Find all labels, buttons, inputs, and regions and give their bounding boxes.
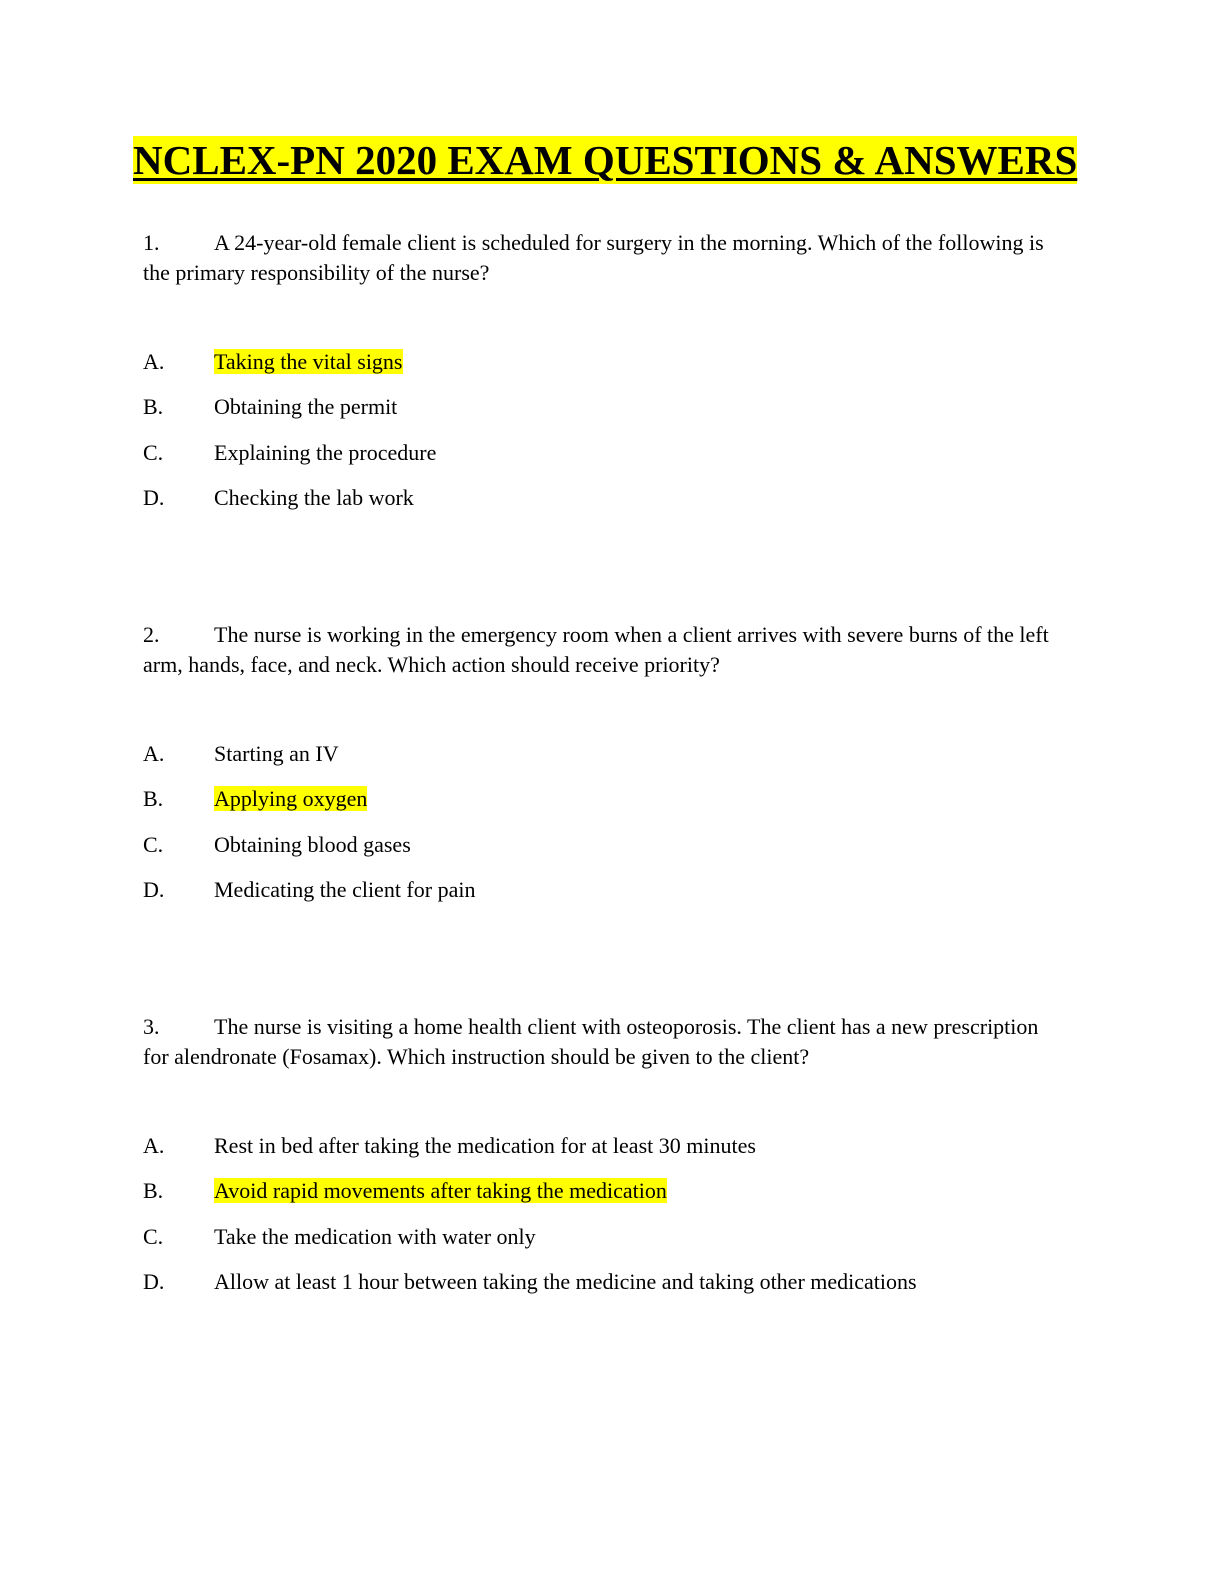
document-title: NCLEX-PN 2020 EXAM QUESTIONS & ANSWERS — [133, 136, 1078, 184]
option-text: Allow at least 1 hour between taking the… — [214, 1269, 917, 1294]
option-letter: A. — [143, 349, 165, 374]
answer-option: B. Applying oxygen — [143, 785, 368, 813]
option-text: Checking the lab work — [214, 485, 414, 510]
answer-option: B. Obtaining the permit — [143, 393, 397, 421]
question-1: 1.A 24-year-old female client is schedul… — [143, 228, 1063, 288]
question-number: 1. — [143, 230, 160, 255]
question-2: 2.The nurse is working in the emergency … — [143, 620, 1063, 680]
option-letter: B. — [143, 786, 164, 811]
answer-option: A. Starting an IV — [143, 740, 339, 768]
option-letter: A. — [143, 741, 165, 766]
correct-answer-text: Taking the vital signs — [214, 349, 403, 374]
option-letter: C. — [143, 440, 164, 465]
option-letter: D. — [143, 877, 165, 902]
answer-option: C. Obtaining blood gases — [143, 831, 411, 859]
option-text: Medicating the client for pain — [214, 877, 476, 902]
option-text: Explaining the procedure — [214, 440, 437, 465]
option-text: Take the medication with water only — [214, 1224, 536, 1249]
option-letter: D. — [143, 485, 165, 510]
correct-answer-text: Avoid rapid movements after taking the m… — [214, 1178, 667, 1203]
option-letter: C. — [143, 1224, 164, 1249]
answer-option: B. Avoid rapid movements after taking the… — [143, 1177, 667, 1205]
answer-option: A. Rest in bed after taking the medicatio… — [143, 1132, 756, 1160]
option-letter: B. — [143, 1178, 164, 1203]
option-letter: D. — [143, 1269, 165, 1294]
question-text: The nurse is working in the emergency ro… — [143, 622, 1049, 677]
correct-answer-text: Applying oxygen — [214, 786, 368, 811]
question-number: 3. — [143, 1014, 160, 1039]
question-number: 2. — [143, 622, 160, 647]
question-text: A 24-year-old female client is scheduled… — [143, 230, 1044, 285]
answer-option: D. Checking the lab work — [143, 484, 414, 512]
option-text: Obtaining the permit — [214, 394, 398, 419]
answer-option: A. Taking the vital signs — [143, 348, 403, 376]
option-text: Starting an IV — [214, 741, 339, 766]
answer-option: D. Medicating the client for pain — [143, 876, 475, 904]
answer-option: C. Explaining the procedure — [143, 439, 436, 467]
option-text: Obtaining blood gases — [214, 832, 411, 857]
question-text: The nurse is visiting a home health clie… — [143, 1014, 1039, 1069]
option-letter: A. — [143, 1133, 165, 1158]
option-text: Rest in bed after taking the medication … — [214, 1133, 756, 1158]
answer-option: D. Allow at least 1 hour between taking t… — [143, 1268, 917, 1296]
option-letter: C. — [143, 832, 164, 857]
answer-option: C. Take the medication with water only — [143, 1223, 536, 1251]
question-3: 3.The nurse is visiting a home health cl… — [143, 1012, 1063, 1072]
option-letter: B. — [143, 394, 164, 419]
